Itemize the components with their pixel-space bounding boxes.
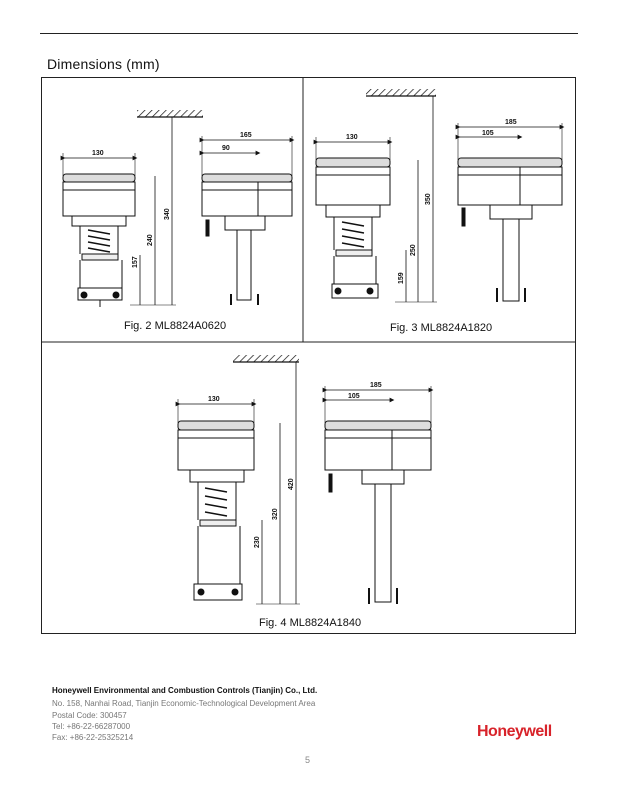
footer-postal: Postal Code: 300457 [52, 711, 127, 720]
footer-fax: Fax: +86-22-25325214 [52, 733, 134, 742]
fig4-drawing: 130 420 320 230 185 105 [175, 355, 434, 605]
fig3-caption: Fig. 3 ML8824A1820 [390, 322, 493, 334]
fig3-dim-w-side: 185 [505, 119, 517, 126]
fig2-dim-w-side: 165 [240, 132, 252, 139]
fig4-dim-w-side-half: 105 [348, 393, 360, 400]
footer-address: No. 158, Nanhai Road, Tianjin Economic-T… [52, 699, 316, 708]
fig2-dim-h-total: 340 [164, 208, 171, 220]
fig2-dim-h-low: 157 [132, 256, 139, 268]
fig4-dim-w-front: 130 [208, 396, 220, 403]
fig2-front-view [62, 173, 136, 307]
page-number: 5 [305, 755, 311, 765]
fig4-dim-h-low: 230 [254, 536, 261, 548]
top-rule [40, 33, 578, 34]
fig2-side-view [201, 173, 293, 305]
footer-company: Honeywell Environmental and Combustion C… [52, 686, 318, 695]
fig4-dim-w-side: 185 [370, 382, 382, 389]
footer-tel: Tel: +86-22-66287000 [52, 722, 131, 731]
fig2-dim-w-side-half: 90 [222, 145, 230, 152]
fig4-dim-h-mid: 320 [272, 508, 279, 520]
fig2-caption: Fig. 2 ML8824A0620 [124, 320, 227, 332]
fig4-caption: Fig. 4 ML8824A1840 [259, 617, 362, 629]
fig4-side-view [324, 420, 432, 604]
fig4-dim-h-total: 420 [288, 478, 295, 490]
fig3-drawing: 130 350 250 159 185 105 [313, 89, 565, 303]
fig3-dim-h-total: 350 [425, 193, 432, 205]
fig2-drawing: 130 340 240 157 165 90 [60, 110, 295, 307]
fig3-dim-h-low: 159 [398, 272, 405, 284]
honeywell-logo: Honeywell [477, 723, 552, 740]
fig4-front-view [177, 420, 255, 601]
fig2-dim-w-front: 130 [92, 150, 104, 157]
figures-frame [41, 77, 576, 634]
fig3-dim-w-front: 130 [346, 134, 358, 141]
fig3-side-view [457, 157, 563, 302]
fig3-dim-w-side-half: 105 [482, 130, 494, 137]
fig3-front-view [315, 157, 391, 299]
section-title: Dimensions (mm) [47, 56, 160, 72]
fig3-dim-h-mid: 250 [410, 244, 417, 256]
fig2-dim-h-mid: 240 [147, 234, 154, 246]
